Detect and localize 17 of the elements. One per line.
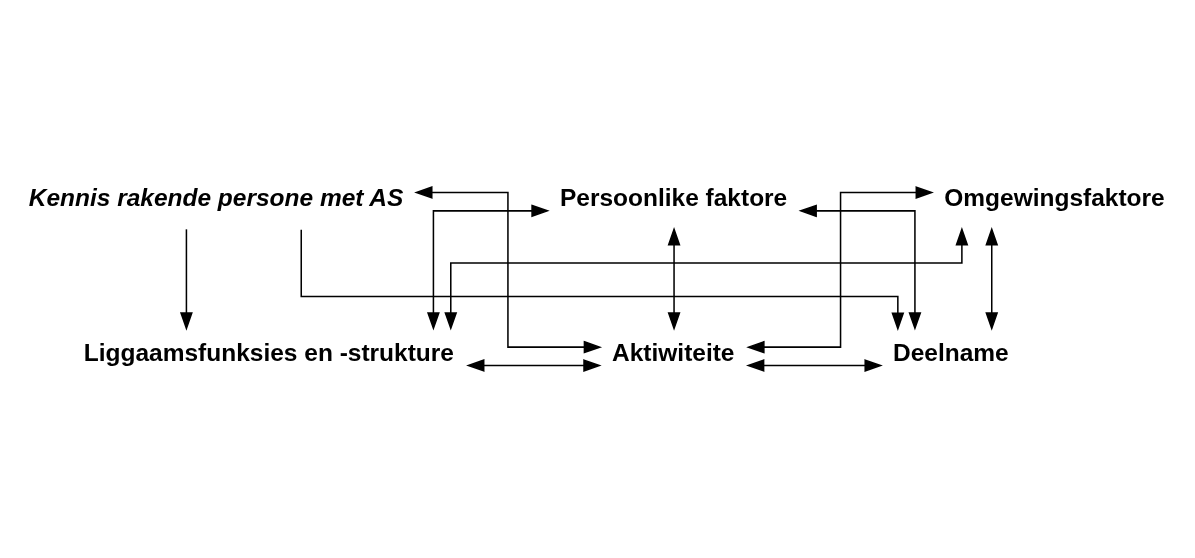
node-text: Aktiwiteite [612, 338, 735, 366]
arrow [798, 204, 922, 331]
arrow [667, 227, 681, 331]
arrow [427, 204, 550, 331]
arrow [746, 359, 883, 372]
arrow [746, 186, 934, 354]
arrow [985, 227, 999, 331]
node-text: Liggaamsfunksies en -strukture [83, 338, 454, 366]
arrow [414, 186, 603, 354]
arrow [444, 227, 969, 331]
node-text: Kennis rakende persone met AS [28, 183, 404, 211]
node-text: Persoonlike faktore [559, 183, 788, 211]
arrow [300, 228, 905, 331]
node-text: Deelname [892, 338, 1009, 366]
node-text: Omgewingsfaktore [944, 183, 1165, 211]
arrow [466, 359, 602, 372]
arrow [180, 228, 193, 331]
